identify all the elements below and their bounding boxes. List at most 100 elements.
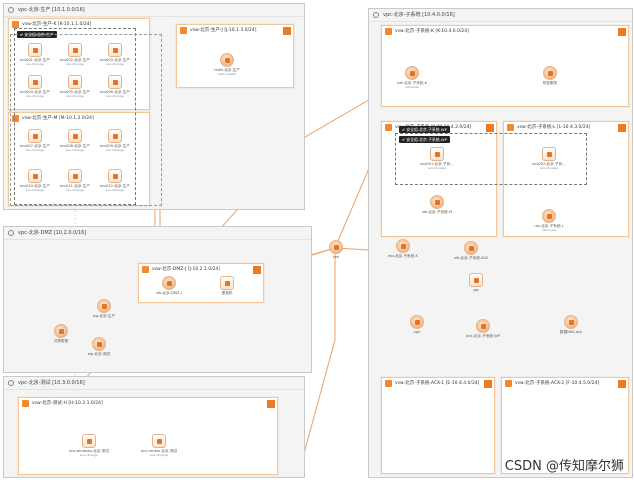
nat-icon — [405, 66, 419, 80]
ecs-icon — [28, 129, 42, 143]
rds-icon — [542, 209, 556, 223]
security-group-badge[interactable]: ✔ 安全组-北京-子系统-WP — [399, 126, 450, 133]
ecs-name: ecs011-北京-生产 — [60, 184, 90, 188]
vsw-title: vsw-北京-子系统-L [L-10.4.3.0/24] — [517, 125, 591, 130]
eip-node[interactable]: eip-北京-测试 — [79, 337, 119, 357]
vpc-header: vpc-北京-子系统 [10.4.0.0/16] — [369, 9, 632, 22]
eip-icon — [97, 299, 111, 313]
ecs-spec: ecs.c6.large — [105, 147, 125, 152]
bastion-name: 堡垒机 — [221, 291, 233, 295]
vsw-title: vsw-北京-生产-J [J-10.1.3.0/24] — [190, 28, 257, 33]
security-group-boundary — [10, 34, 162, 206]
ecs-node[interactable]: ecs001-北京-子系...ecs.c6.large — [417, 147, 457, 170]
vsw-sub-ack2[interactable]: vsw-北京-子系统-ACK-2 [F-10.4.5.0/24] — [501, 377, 629, 474]
vswitch-tag-icon — [618, 380, 626, 388]
ecs-spec: ecs.c6.large — [65, 187, 85, 192]
vpc-title: vpc-北京-DMZ [10.2.0.0/16] — [18, 230, 87, 236]
vpc-test[interactable]: vpc-北京-测试 [10.3.0.0/16] vsw-北京-测试-H [H-1… — [3, 376, 305, 478]
vpc-header: vpc-北京-DMZ [10.2.0.0/16] — [4, 227, 311, 240]
redis-name: redis-北京-生产 — [214, 68, 240, 72]
vpn-node[interactable]: vpn — [397, 315, 437, 335]
vswitch-icon — [505, 380, 512, 387]
vpn-name: vpn — [413, 330, 421, 334]
slb-name: slb-北京-子系统-SLB — [454, 256, 488, 260]
eip-name: eip-北京-子系统-K — [388, 254, 418, 258]
vsw-header: vsw-北京-生产-J [J-10.1.3.0/24] — [177, 25, 293, 36]
rds-name: rds-北京-子系统-L — [534, 224, 564, 228]
ecs-icon — [108, 75, 122, 89]
ecs-icon — [82, 434, 96, 448]
ecs-name: ecs001-北京-生产 — [20, 58, 50, 62]
nas-node[interactable]: 数据NAS-ack — [551, 315, 591, 335]
eip-node[interactable]: eip-北京-子系统-K — [383, 239, 423, 259]
cen-node[interactable]: cen — [316, 240, 356, 260]
ecs-node[interactable]: ecs002-北京-子系...ecs.c6.large — [529, 147, 569, 170]
ack-node[interactable]: ack-北京-子系统-WP — [463, 319, 503, 339]
ecs-name: ecs001-北京-子系... — [420, 162, 454, 166]
vsw-sub-ack1[interactable]: vsw-北京-子系统-ACK-1 [E-10.4.4.0/24] — [381, 377, 495, 474]
vsw-header: vsw-北京-子系统-ACK-1 [E-10.4.4.0/24] — [382, 378, 494, 389]
vpc-icon — [8, 230, 14, 236]
vpc-subsystem[interactable]: vpc-北京-子系统 [10.4.0.0/16] vsw-北京-子系统-K [K… — [368, 8, 633, 478]
ecs-name: ecs007-北京-生产 — [20, 144, 50, 148]
gw-node[interactable]: gw — [456, 273, 496, 293]
vpc-title: vpc-北京-子系统 [10.4.0.0/16] — [383, 12, 455, 18]
bastion-icon — [220, 276, 234, 290]
vsw-prod-m[interactable]: vsw-北京-生产-M [M-10.1.2.0/24] ecs007-北京-生产… — [8, 112, 150, 206]
vsw-sub-l[interactable]: vsw-北京-子系统-L [L-10.4.3.0/24] — [503, 121, 629, 237]
eip-name: eip-北京-生产 — [92, 314, 116, 318]
nat-spec: nat.small — [405, 84, 419, 89]
ecs-spec: ecs.c6.large — [105, 187, 125, 192]
vpc-dmz[interactable]: vpc-北京-DMZ [10.2.0.0/16] vsw-北京-DMZ-J [J… — [3, 226, 312, 373]
ack-name: ack-北京-子系统-WP — [466, 334, 500, 338]
ecs-spec: ecs.c6.large — [79, 452, 99, 457]
eip-icon — [396, 239, 410, 253]
vsw-sub-k[interactable]: vsw-北京-子系统-K [K-10.4.0.0/24] nat-北京-子系统-… — [381, 25, 629, 107]
vsw-sub-m[interactable]: vsw-北京-子系统-M [M-10.4.2.0/24] — [381, 121, 497, 237]
ecs-spec: ecs.c6.large — [105, 61, 125, 66]
slb-node[interactable]: slb-北京-子系统-M — [417, 195, 457, 215]
vsw-dmz[interactable]: vsw-北京-DMZ-J [J-10.2.1.0/24] slb-北京-DMZ-… — [138, 263, 264, 303]
eip-icon — [92, 337, 106, 351]
ecs-spec: ecs.c6.large — [25, 93, 45, 98]
vsw-title: vsw-北京-子系统-ACK-1 [E-10.4.4.0/24] — [395, 381, 480, 386]
ecs-spec: ecs.c6.large — [25, 61, 45, 66]
security-group-badge[interactable]: ✔ 安全组-北京-子系统-WP — [399, 136, 450, 143]
vsw-test[interactable]: vsw-北京-测试-H [H-10.3.1.0/24] ecs-windows-… — [18, 397, 278, 475]
sg-label: 安全组-北京-子系统-WP — [406, 127, 447, 132]
bandwidth-node[interactable]: 共享带宽 — [41, 324, 81, 344]
bastion-node[interactable]: 堡垒机 — [207, 276, 247, 296]
vsw-title: vsw-北京-DMZ-J [J-10.2.1.0/24] — [152, 267, 221, 272]
vswitch-tag-icon — [267, 400, 275, 408]
vswitch-tag-icon — [618, 28, 626, 36]
slb-icon — [162, 276, 176, 290]
slb-node[interactable]: slb-北京-DMZ-J — [149, 276, 189, 296]
vswitch-tag-icon — [618, 124, 626, 132]
sms-node[interactable]: 短信服务 — [530, 66, 570, 86]
lock-icon: ✔ — [402, 137, 407, 142]
vswitch-tag-icon — [253, 266, 261, 274]
slb-node[interactable]: slb-北京-子系统-SLB — [451, 241, 491, 261]
vpc-prod[interactable]: vpc-北京-生产 [10.1.0.0/16] vsw-北京-生产-K [K-1… — [3, 3, 305, 210]
eip-node[interactable]: eip-北京-生产 — [84, 299, 124, 319]
security-group-boundary — [395, 133, 587, 185]
vsw-title: vsw-北京-子系统-K [K-10.4.0.0/24] — [395, 29, 469, 34]
